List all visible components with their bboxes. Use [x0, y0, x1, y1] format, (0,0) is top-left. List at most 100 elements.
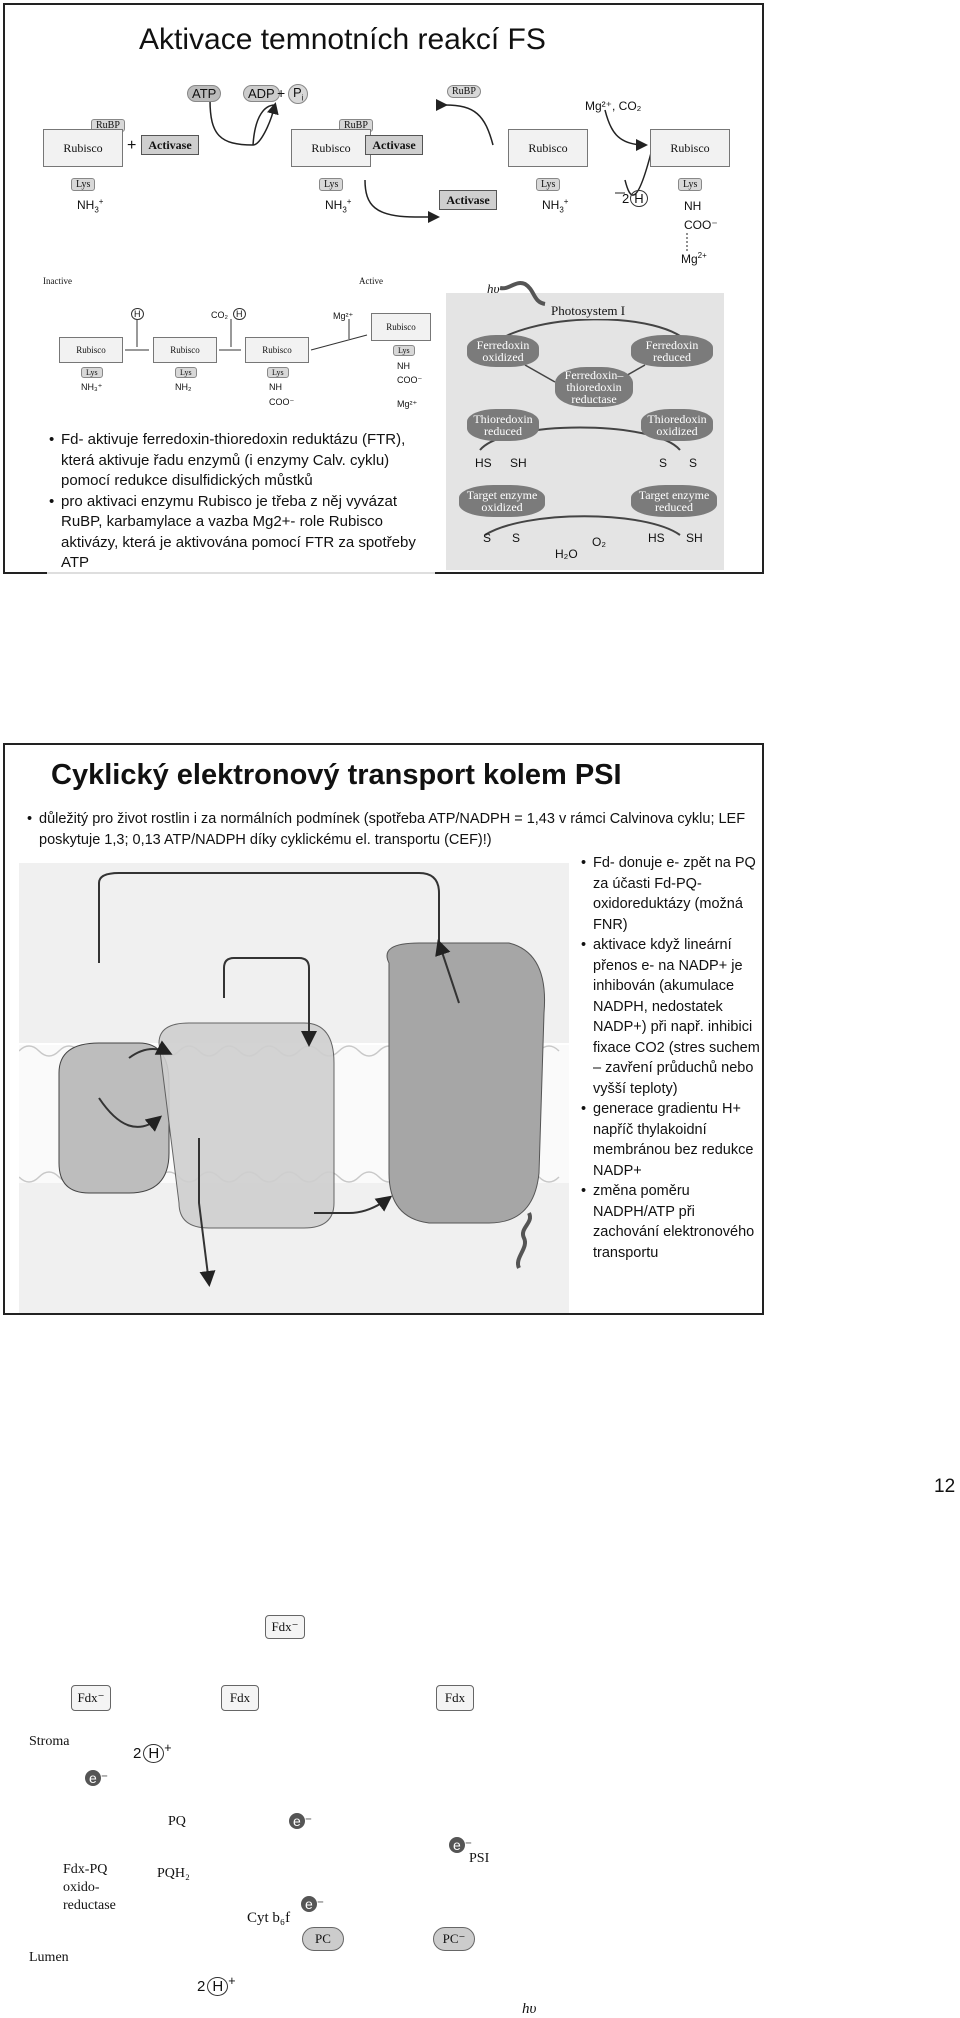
mini-rubisco-2: Rubisco [153, 337, 217, 363]
mini-lys-2: Lys [175, 367, 197, 378]
activase-2: Activase [365, 135, 423, 155]
fdx-reduced-left: Fdx⁻ [71, 1685, 111, 1711]
nh3-text: NH [77, 198, 95, 212]
target-enzyme-reduced: Target enzyme reduced [631, 485, 717, 517]
bullet-gradient: generace gradientu H+ napříč thylakoidní… [581, 1099, 761, 1181]
psi-label: PSI [469, 1851, 490, 1866]
coo-4: COO⁻ [684, 218, 718, 232]
hv-bottom: hυ [522, 2001, 537, 2017]
e-text: e [449, 1837, 465, 1853]
rubisco-2: Rubisco [291, 129, 371, 167]
slide-cyclic-transport: Cyklický elektronový transport kolem PSI… [3, 743, 764, 2017]
cyt-b6f-label: Cyt b₆f [247, 1910, 291, 1926]
lumen-label: Lumen [29, 1950, 69, 1965]
mini-mg: Mg²⁺ [397, 399, 418, 409]
mini-lys-4: Lys [393, 345, 415, 356]
s-1a: S [659, 456, 668, 470]
two-text: 2 [622, 191, 630, 206]
plus-sign: + [277, 85, 286, 101]
mini-nh3: NH₃⁺ [81, 382, 103, 392]
thioredoxin-oxidized: Thioredoxin oxidized [641, 409, 713, 441]
nh3-text: NH [542, 198, 560, 212]
nh-4: NH [684, 199, 702, 213]
active-label: Active [359, 276, 383, 286]
mg-text: Mg [681, 252, 698, 266]
slide-activation: Aktivace temnotních reakcí FS ATP ADP + … [3, 3, 764, 574]
thioredoxin-reduced: Thioredoxin reduced [467, 409, 539, 441]
lys-4: Lys [678, 178, 703, 191]
bullet-rubisco: pro aktivaci enzymu Rubisco je třeba z n… [49, 492, 435, 574]
fdx-top: Fdx⁻ [265, 1615, 305, 1639]
atp-label: ATP [187, 85, 222, 102]
e-text: e [301, 1896, 317, 1912]
bullet-activation: aktivace když lineární přenos e- na NADP… [581, 935, 761, 1099]
nh3-3: NH3+ [542, 197, 569, 215]
h-plus-2: H [233, 308, 246, 320]
inactive-label: Inactive [43, 276, 72, 286]
mini-nh: NH [269, 382, 282, 392]
co2-mini: CO₂ [211, 310, 228, 320]
two-text: 2 [133, 1745, 142, 1762]
s-2b: S [512, 531, 521, 545]
mini-coo-b: COO⁻ [397, 375, 423, 385]
activase-free: Activase [439, 190, 497, 210]
coo-text: COO [684, 218, 712, 232]
rubp-free: RuBP [447, 85, 481, 98]
e-text: e [85, 1770, 101, 1786]
bullet-fd-return: Fd- donuje e- zpět na PQ za účasti Fd-PQ… [581, 853, 761, 935]
pqh2-label: PQH₂ [157, 1866, 190, 1881]
e-4: e⁻ [301, 1896, 324, 1913]
mg-4: Mg2+ [681, 251, 707, 266]
fdx-right: Fdx [436, 1685, 474, 1711]
lys-2: Lys [319, 178, 344, 191]
mini-lys-3: Lys [267, 367, 289, 378]
lys-3: Lys [536, 178, 561, 191]
ftr-enzyme: Ferredoxin– thioredoxin reductase [555, 367, 633, 407]
h-circle: H [207, 1977, 229, 1996]
hs-2: HS [648, 531, 665, 545]
mini-coo: COO⁻ [269, 397, 295, 407]
bullet-ratio: změna poměru NADPH/ATP při zachování ele… [581, 1181, 761, 1263]
sh-2: SH [686, 531, 703, 545]
pi-text: P [293, 85, 302, 100]
pi-label: Pi [288, 84, 309, 104]
cef-drawing [19, 863, 569, 1313]
fdx-mid: Fdx [221, 1685, 259, 1711]
pc-right: PC⁻ [433, 1927, 475, 1951]
slide-title: Cyklický elektronový transport kolem PSI [51, 759, 622, 791]
mini-nh-b: NH [397, 361, 410, 371]
e-text: e [289, 1813, 305, 1829]
o2-label: O₂ [592, 535, 606, 549]
h-circle: H [143, 1744, 165, 1763]
h-circle: H [630, 190, 648, 207]
s-2a: S [483, 531, 492, 545]
bullet-ftr: Fd- aktivuje ferredoxin-thioredoxin redu… [49, 430, 435, 492]
lys-1: Lys [71, 178, 96, 191]
s-1b: S [689, 456, 698, 470]
e-2: e⁻ [289, 1813, 312, 1830]
ferredoxin-reduced: Ferredoxin reduced [631, 335, 713, 367]
intro-bullet: důležitý pro život rostlin i za normální… [25, 809, 755, 850]
activation-bullets: Fd- aktivuje ferredoxin-thioredoxin redu… [47, 430, 435, 574]
rubisco-4: Rubisco [650, 129, 730, 167]
pi-sub: i [301, 93, 304, 103]
mg-co2-label: Mg²⁺, CO₂ [585, 99, 642, 113]
mini-nh2: NH₂ [175, 382, 192, 392]
ferredoxin-oxidized: Ferredoxin oxidized [467, 335, 539, 367]
hs-1: HS [475, 456, 492, 470]
mini-rubisco-1: Rubisco [59, 337, 123, 363]
plus-1: + [127, 137, 137, 154]
slide-title: Aktivace temnotních reakcí FS [139, 23, 546, 56]
pq-label: PQ [168, 1814, 186, 1829]
mini-rubisco-3: Rubisco [245, 337, 309, 363]
intro-text: důležitý pro život rostlin i za normální… [27, 809, 755, 850]
mini-arrows [125, 319, 368, 351]
nh3-2: NH3+ [325, 197, 352, 215]
page-number: 12 [934, 1476, 956, 1497]
h2o-label: H₂O [555, 547, 578, 561]
nh3-text: NH [325, 198, 343, 212]
stroma-label: Stroma [29, 1734, 70, 1749]
